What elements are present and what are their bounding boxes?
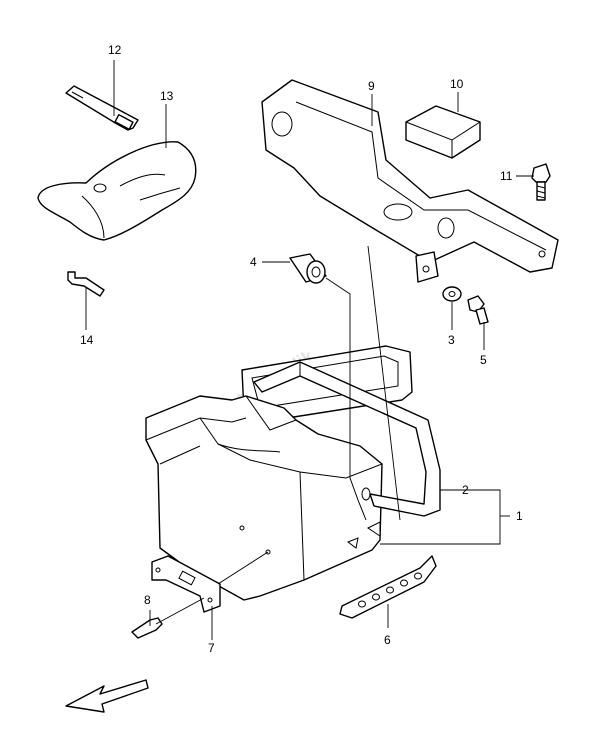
part-6-clamp[interactable] (339, 555, 437, 619)
callout-14: 14 (80, 333, 94, 347)
callout-10: 10 (450, 77, 464, 91)
callout-7: 7 (208, 641, 215, 655)
part-4-grommet[interactable] (289, 253, 327, 284)
callout-4: 4 (250, 255, 257, 269)
callout-11: 11 (500, 169, 513, 183)
part-3-washer[interactable] (442, 286, 462, 302)
part-8-screw[interactable] (131, 617, 163, 639)
part-13-cover[interactable] (37, 141, 197, 241)
callout-2: 2 (462, 483, 469, 497)
callout-13: 13 (160, 89, 174, 103)
part-5-bolt[interactable] (467, 295, 489, 325)
part-9-bracket[interactable] (261, 79, 559, 283)
part-11-bolt[interactable] (531, 163, 551, 201)
callout-3: 3 (448, 333, 455, 347)
assembly-guide-lines (155, 245, 401, 625)
part-7-bracket[interactable] (151, 555, 221, 613)
part-10-pad[interactable] (405, 105, 481, 159)
part-2-band[interactable] (253, 361, 441, 517)
part-14-plug[interactable] (67, 271, 105, 297)
callout-6: 6 (384, 633, 391, 647)
callout-5: 5 (480, 353, 487, 367)
leader-lines (85, 60, 534, 640)
callout-8: 8 (144, 593, 151, 607)
callout-12: 12 (108, 43, 122, 57)
callout-labels: 12 13 14 9 10 11 4 3 5 2 1 6 7 8 (80, 43, 523, 655)
callout-1: 1 (516, 509, 523, 523)
part-12-strap[interactable] (65, 85, 139, 131)
front-direction-arrow-icon (65, 679, 149, 713)
callout-9: 9 (368, 79, 375, 93)
